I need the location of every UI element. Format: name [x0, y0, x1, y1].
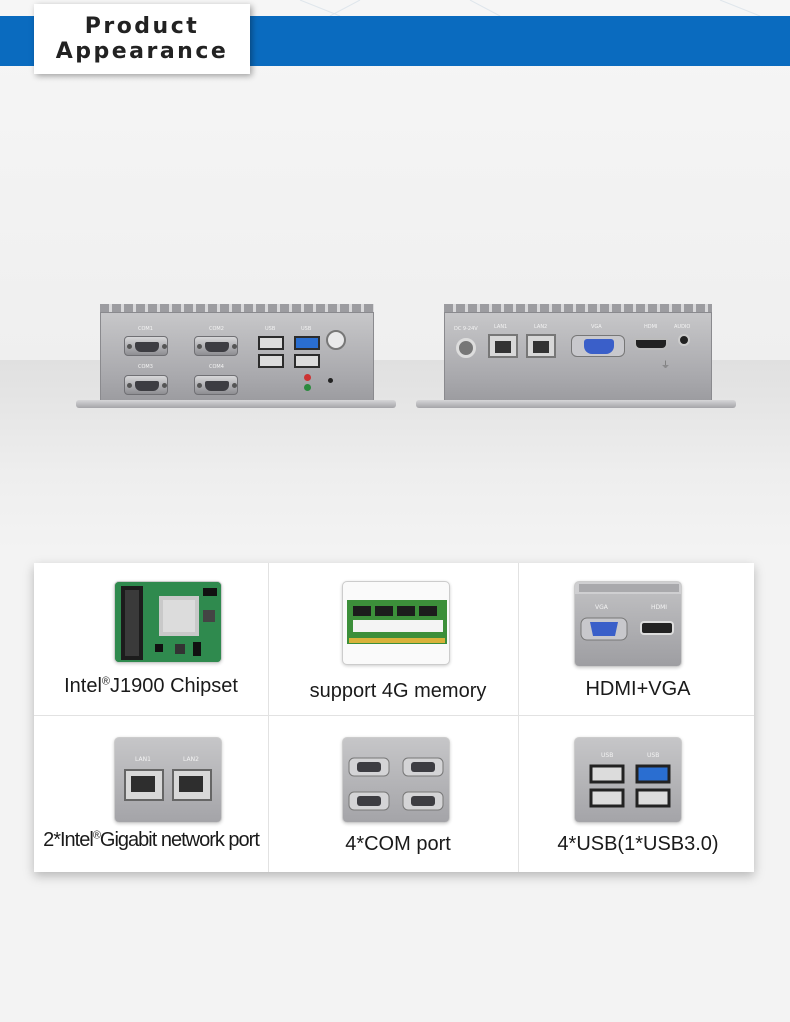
usb-label-a: USB: [265, 326, 276, 332]
com1-port: [124, 336, 168, 356]
lan1-port: [488, 334, 518, 358]
dc-label: DC 9-24V: [454, 326, 478, 332]
com4-label: COM4: [209, 364, 224, 370]
power-button-icon: [326, 330, 346, 350]
feature-label-memory: support 4G memory: [309, 680, 487, 702]
hdmi-port: [634, 338, 668, 350]
audio-jack-icon: [678, 334, 690, 346]
com3-port: [124, 375, 168, 395]
dc-power-jack-icon: [456, 338, 476, 358]
decorative-lines: [299, 0, 761, 16]
hdmi-vga-ports-icon: VGA HDMI: [574, 581, 682, 667]
usb-port: [258, 354, 284, 368]
vga-port: [571, 335, 625, 357]
com4-port: [194, 375, 238, 395]
feature-label-network: 2*Intel®Gigabit network port: [43, 829, 260, 851]
lan-ports-icon: LAN1 LAN2: [114, 737, 222, 823]
ground-symbol-icon: ⏚: [661, 360, 671, 370]
com-ports-icon: [342, 737, 450, 823]
audio-label: AUDIO: [674, 324, 691, 330]
device-back-view: DC 9-24V LAN1 LAN2 VGA HDMI AUDIO ⏚: [416, 300, 736, 440]
com2-port: [194, 336, 238, 356]
com2-label: COM2: [209, 326, 224, 332]
motherboard-icon: [114, 581, 222, 663]
section-title: Product Appearance: [34, 4, 250, 74]
section-title-line2: Appearance: [55, 39, 229, 64]
device-front-view: COM1 COM2 COM3 COM4 USB USB: [76, 300, 396, 440]
status-led-green-icon: [304, 384, 311, 391]
feature-label-chipset: Intel®J1900 Chipset: [64, 675, 238, 697]
lan2-port: [526, 334, 556, 358]
lan2-label: LAN2: [534, 324, 548, 330]
usb3-port: [294, 336, 320, 350]
vga-label: VGA: [591, 324, 602, 330]
feature-grid: Intel®J1900 Chipset support 4G memory VG…: [34, 563, 754, 872]
lan1-label: LAN1: [494, 324, 508, 330]
feature-label-usb: 4*USB(1*USB3.0): [557, 833, 719, 855]
usb-ports-icon: USB USB: [574, 737, 682, 823]
usb-port: [258, 336, 284, 350]
reset-hole-icon: [328, 378, 333, 383]
ram-module-icon: [342, 581, 450, 665]
feature-label-display: HDMI+VGA: [585, 678, 691, 700]
com1-label: COM1: [138, 326, 153, 332]
com3-label: COM3: [138, 364, 153, 370]
section-title-line1: Product: [84, 14, 200, 39]
usb-port: [294, 354, 320, 368]
hdmi-label: HDMI: [644, 324, 658, 330]
usb-label-b: USB: [301, 326, 312, 332]
feature-label-com: 4*COM port: [345, 833, 451, 855]
status-led-red-icon: [304, 374, 311, 381]
